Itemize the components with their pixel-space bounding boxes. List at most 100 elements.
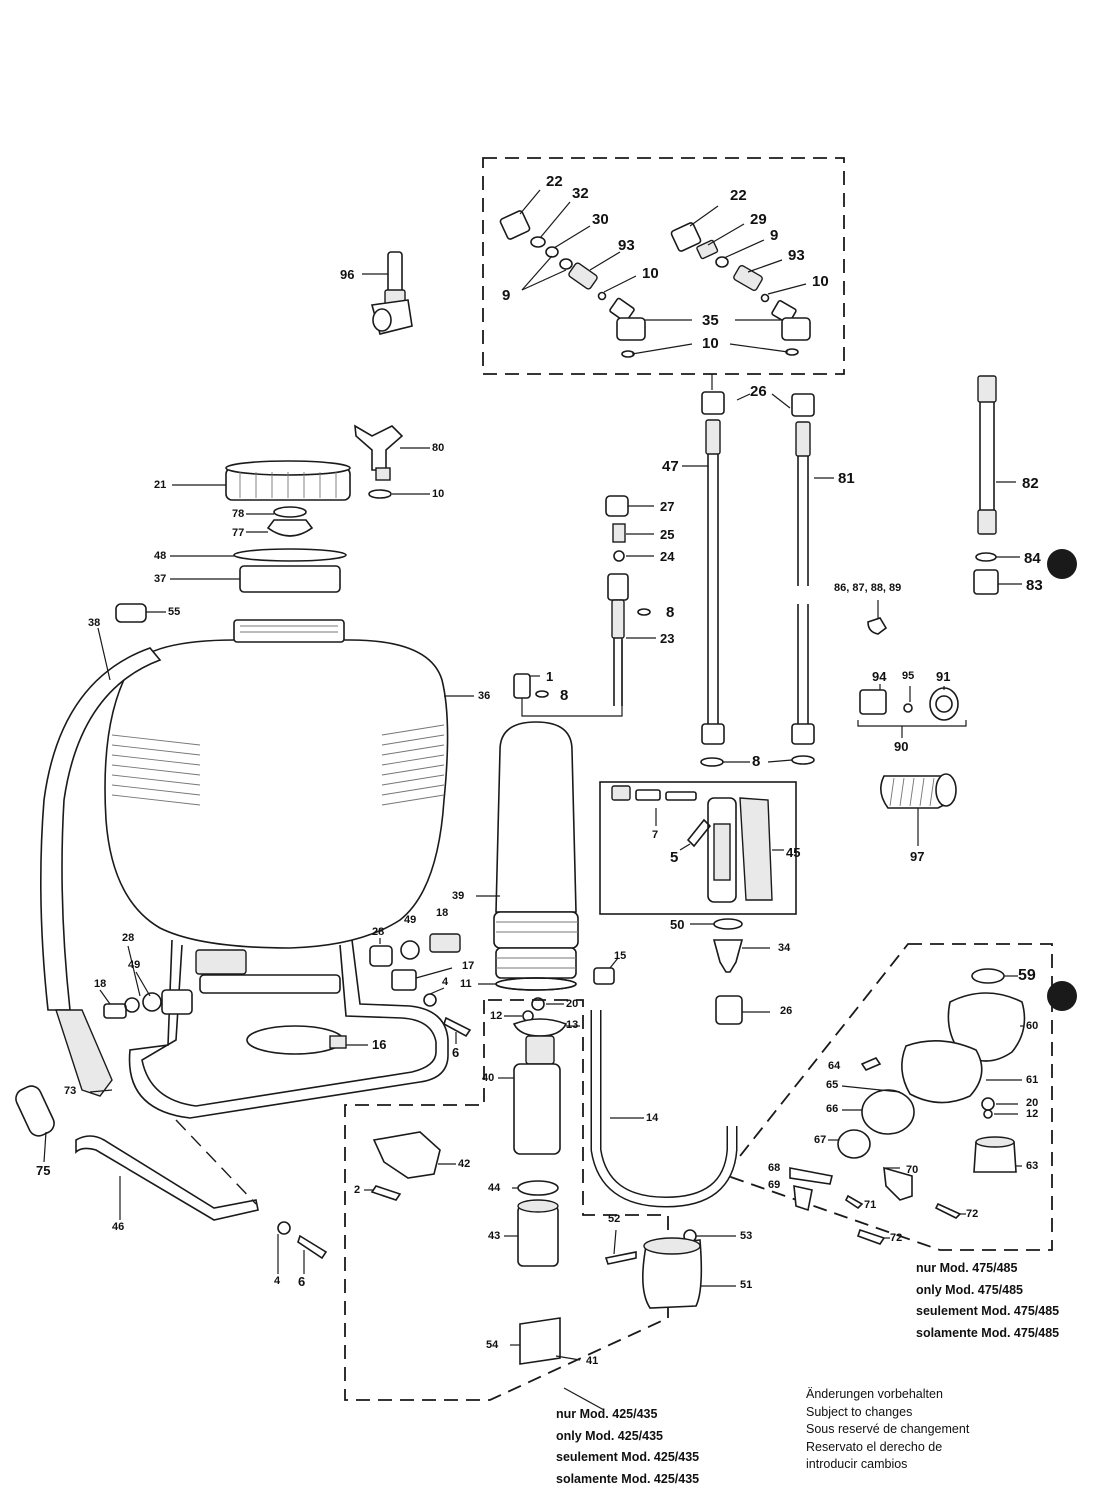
- part-label-94: 94: [872, 670, 886, 683]
- models-425-line: seulement Mod. 425/435: [556, 1447, 699, 1469]
- part-label-34: 34: [778, 943, 790, 954]
- piston-40: [498, 1036, 560, 1154]
- part-label-18: 18: [436, 908, 448, 919]
- part-label-22: 22: [546, 174, 563, 189]
- nozzle-left-assembly: [499, 210, 645, 357]
- base-frame: [130, 940, 449, 1118]
- part-label-21: 21: [154, 480, 166, 491]
- part-label-40: 40: [482, 1073, 494, 1084]
- part-label-75: 75: [36, 1164, 50, 1177]
- diaphragm-61: [902, 1041, 982, 1103]
- part-label-52: 52: [608, 1214, 620, 1225]
- part-label-15: 15: [614, 951, 626, 962]
- bracket-42: [374, 1132, 440, 1178]
- part-label-68: 68: [768, 1163, 780, 1174]
- part-label-90: 90: [894, 740, 908, 753]
- part-label-1: 1: [546, 670, 553, 683]
- clip-55: [116, 604, 146, 622]
- part-label-17: 17: [462, 961, 474, 972]
- part-label-70: 70: [906, 1165, 918, 1176]
- tank-body-36: [105, 620, 474, 948]
- part-label-22: 22: [730, 188, 747, 203]
- part-label-49: 49: [404, 915, 416, 926]
- changes-line: Subject to changes: [806, 1404, 969, 1422]
- washer-20b: [982, 1098, 994, 1110]
- part-label-83: 83: [1026, 578, 1043, 593]
- lance-82: [974, 376, 1022, 594]
- grip-75: [13, 1083, 58, 1139]
- part-label-82: 82: [1022, 476, 1039, 491]
- part-label-53: 53: [740, 1231, 752, 1242]
- gasket-48: [234, 549, 346, 561]
- part-label-69: 69: [768, 1180, 780, 1191]
- disc-66: [862, 1090, 914, 1134]
- changes-line: introducir cambios: [806, 1456, 969, 1474]
- part-label-10: 10: [812, 274, 829, 289]
- part-label-12: 12: [1026, 1109, 1038, 1120]
- part-label-97: 97: [910, 850, 924, 863]
- part-label-5: 5: [670, 850, 678, 865]
- part-label-13: 13: [566, 1020, 578, 1031]
- cup-67: [838, 1130, 870, 1158]
- part-label-78: 78: [232, 509, 244, 520]
- check-valve-1: [514, 640, 622, 716]
- part-label-47: 47: [662, 459, 679, 474]
- models-425-line: nur Mod. 425/435: [556, 1404, 699, 1426]
- part-label-8: 8: [560, 688, 568, 703]
- part-label-84: 84: [1024, 551, 1041, 566]
- part-label-42: 42: [458, 1159, 470, 1170]
- part-label-66: 66: [826, 1104, 838, 1115]
- part-label-86-87-88-89: 86, 87, 88, 89: [834, 583, 901, 594]
- part-label-18: 18: [94, 979, 106, 990]
- pump-kit-425-frame: [345, 1000, 668, 1400]
- pin-71: [846, 1196, 862, 1208]
- screw-2: [372, 1186, 400, 1200]
- part-label-10: 10: [432, 489, 444, 500]
- part-label-44: 44: [488, 1183, 500, 1194]
- part-label-29: 29: [750, 212, 767, 227]
- part-label-93: 93: [618, 238, 635, 253]
- part-label-72: 72: [890, 1233, 902, 1244]
- part-label-51: 51: [740, 1280, 752, 1291]
- part-label-49: 49: [128, 960, 140, 971]
- part-label-9: 9: [770, 228, 778, 243]
- adapter-37: [240, 566, 340, 592]
- part-label-4: 4: [274, 1276, 280, 1287]
- clip-86: [868, 618, 886, 634]
- changes-line: Änderungen vorbehalten: [806, 1386, 969, 1404]
- part-label-6: 6: [298, 1275, 305, 1288]
- part-label-10: 10: [642, 266, 659, 281]
- part-label-81: 81: [838, 471, 855, 486]
- part-label-91: 91: [936, 670, 950, 683]
- screw-72b: [858, 1230, 884, 1244]
- models-475-line: nur Mod. 475/485: [916, 1258, 1059, 1280]
- part-label-6: 6: [452, 1046, 459, 1059]
- strap-buckle-73: [56, 1010, 112, 1096]
- part-label-60: 60: [1026, 1021, 1038, 1032]
- part-label-20: 20: [566, 999, 578, 1010]
- screw-52: [606, 1252, 636, 1264]
- part-label-37: 37: [154, 574, 166, 585]
- part-label-77: 77: [232, 528, 244, 539]
- part-label-30: 30: [592, 212, 609, 227]
- part-label-71: 71: [864, 1200, 876, 1211]
- part-label-61: 61: [1026, 1075, 1038, 1086]
- gauge-assembly-90: [858, 684, 966, 738]
- seal-50: [714, 919, 742, 929]
- part-label-41: 41: [586, 1356, 598, 1367]
- changes-note: Änderungen vorbehalten Subject to change…: [806, 1386, 969, 1474]
- part-label-48: 48: [154, 551, 166, 562]
- shutoff-valve-45: [612, 786, 784, 902]
- marker-dot-59: [1047, 981, 1077, 1011]
- part-label-7: 7: [652, 830, 658, 841]
- part-label-8: 8: [752, 754, 760, 769]
- part-label-10: 10: [702, 336, 719, 351]
- part-label-4: 4: [442, 977, 448, 988]
- models-425-note: nur Mod. 425/435 only Mod. 425/435 seule…: [556, 1404, 699, 1490]
- models-475-line: only Mod. 475/485: [916, 1280, 1059, 1302]
- changes-line: Sous reservé de changement: [806, 1421, 969, 1439]
- part-label-45: 45: [786, 846, 800, 859]
- part-label-23: 23: [660, 632, 674, 645]
- cap-27: [606, 496, 628, 516]
- part-label-38: 38: [88, 618, 100, 629]
